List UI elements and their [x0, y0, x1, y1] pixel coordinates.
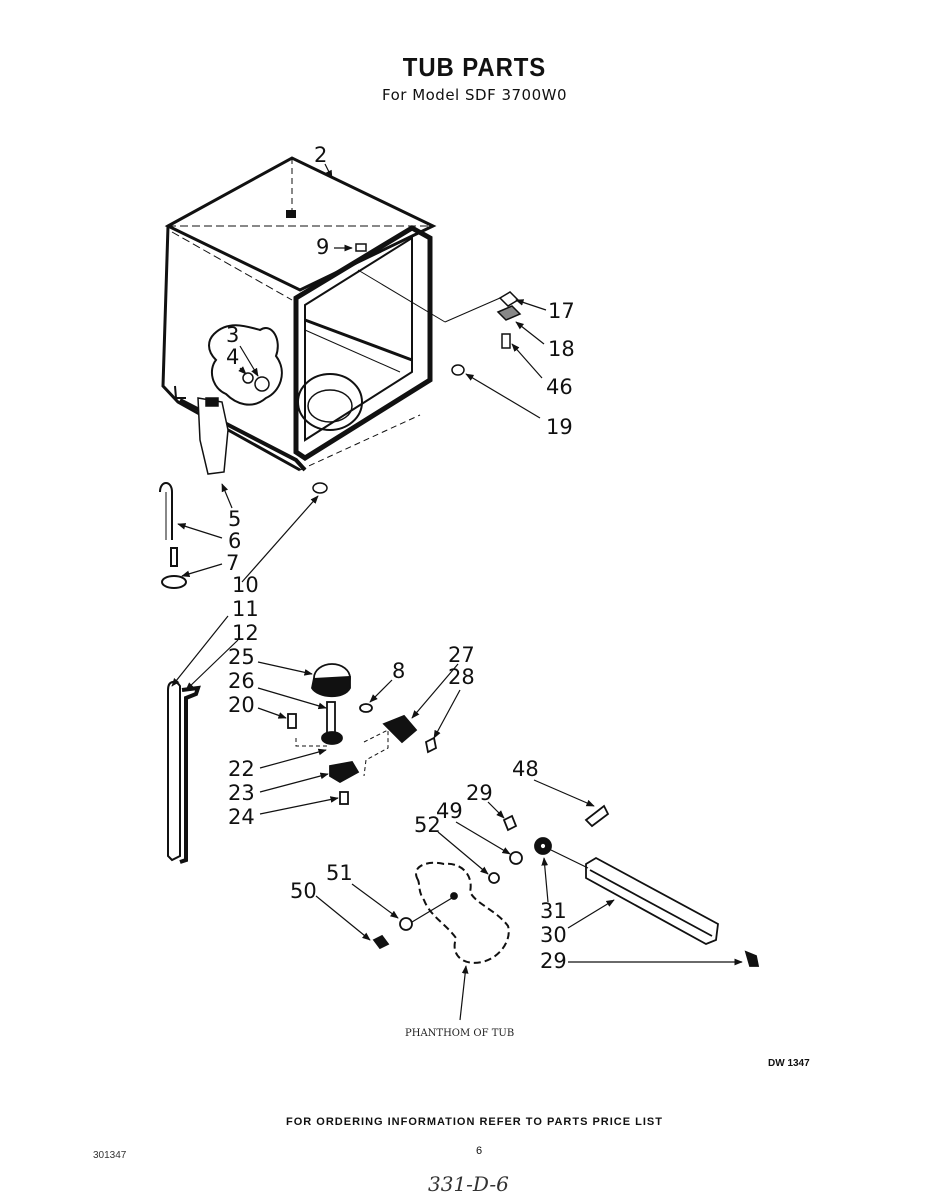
- callout-31: 31: [540, 899, 567, 923]
- part-30-rail: [585, 856, 719, 945]
- part-6-hose: [159, 482, 173, 540]
- callout-26: 26: [228, 669, 255, 693]
- callout-3: 3: [226, 323, 239, 347]
- callout-48: 48: [512, 757, 539, 781]
- phantom-tub-outline: [415, 861, 510, 964]
- part-7-coupling: [170, 547, 178, 567]
- callout-22: 22: [228, 757, 255, 781]
- callout-7: 7: [226, 551, 239, 575]
- callout-29: 29: [466, 781, 493, 805]
- part-22-guide: [321, 731, 343, 745]
- callout-20: 20: [228, 693, 255, 717]
- part-27-switch: [382, 714, 418, 744]
- part-26-stem: [326, 701, 336, 735]
- page-title: TUB PARTS: [402, 52, 547, 82]
- ordering-info: FOR ORDERING INFORMATION REFER TO PARTS …: [286, 1116, 663, 1128]
- part-19-screw: [451, 364, 465, 376]
- callout-labels: 2 9 17 18 46 19 3 4 5 6 7 10 11 12 25 26…: [226, 143, 575, 1039]
- callout-10: 10: [232, 573, 259, 597]
- part-23-bracket: [329, 761, 360, 784]
- part-4-nut: [242, 372, 254, 384]
- part-20-screw: [287, 713, 297, 729]
- callout-17: 17: [548, 299, 575, 323]
- part-52-washer: [488, 872, 500, 884]
- part-3-fitting: [254, 376, 270, 392]
- callout-27: 27: [448, 643, 475, 667]
- part-9-clip: [355, 243, 367, 252]
- tub-hardware: [197, 243, 522, 494]
- part-18-bracket: [496, 305, 522, 321]
- callout-11: 11: [232, 597, 259, 621]
- callout-4: 4: [226, 345, 239, 369]
- rail-assembly: [372, 804, 760, 967]
- callout-2: 2: [314, 143, 327, 167]
- part-8-nut: [359, 703, 373, 713]
- part-29-end-cap: [744, 950, 760, 967]
- leader-lines: [171, 163, 743, 1021]
- callout-51: 51: [326, 861, 353, 885]
- callout-23: 23: [228, 781, 255, 805]
- doc-id: 301347: [93, 1150, 127, 1161]
- part-29-cap: [502, 814, 518, 832]
- callout-29-b: 29: [540, 949, 567, 973]
- callout-5: 5: [228, 507, 241, 531]
- callout-52: 52: [414, 813, 441, 837]
- part-28-screw: [424, 736, 438, 754]
- callout-9: 9: [316, 235, 329, 259]
- gasket-strip: [167, 680, 201, 864]
- callout-46: 46: [546, 375, 573, 399]
- callout-18: 18: [548, 337, 575, 361]
- tub-assembly: [161, 156, 501, 472]
- part-12-gasket: [179, 685, 201, 864]
- part-17-spring: [498, 291, 520, 307]
- hose-parts: [159, 482, 187, 589]
- phantom-label: PHANTHOM OF TUB: [405, 1028, 514, 1039]
- model-subtitle: For Model SDF 3700W0: [381, 86, 568, 104]
- callout-49: 49: [436, 799, 463, 823]
- callout-50: 50: [290, 879, 317, 903]
- part-49-washer: [509, 851, 523, 865]
- part-48-stud: [584, 804, 610, 828]
- drawing-code: DW 1347: [768, 1058, 810, 1069]
- part-46-screw: [501, 333, 511, 349]
- part-5-inlet: [197, 397, 229, 475]
- part-51-washer: [399, 917, 413, 931]
- handwritten-note: 331-D-6: [428, 1172, 509, 1196]
- callout-30: 30: [540, 923, 567, 947]
- part-11-gasket: [167, 680, 181, 862]
- callout-24: 24: [228, 805, 255, 829]
- part-10-screw: [312, 482, 328, 494]
- float-assembly: [287, 663, 438, 805]
- callout-6: 6: [228, 529, 241, 553]
- part-7-clamp: [161, 575, 187, 589]
- callout-28: 28: [448, 665, 475, 689]
- callout-25: 25: [228, 645, 255, 669]
- callout-12: 12: [232, 621, 259, 645]
- page-number: 6: [476, 1145, 483, 1157]
- part-24-screw: [339, 791, 349, 805]
- part-50-nut: [372, 934, 390, 950]
- callout-8: 8: [392, 659, 405, 683]
- callout-19: 19: [546, 415, 573, 439]
